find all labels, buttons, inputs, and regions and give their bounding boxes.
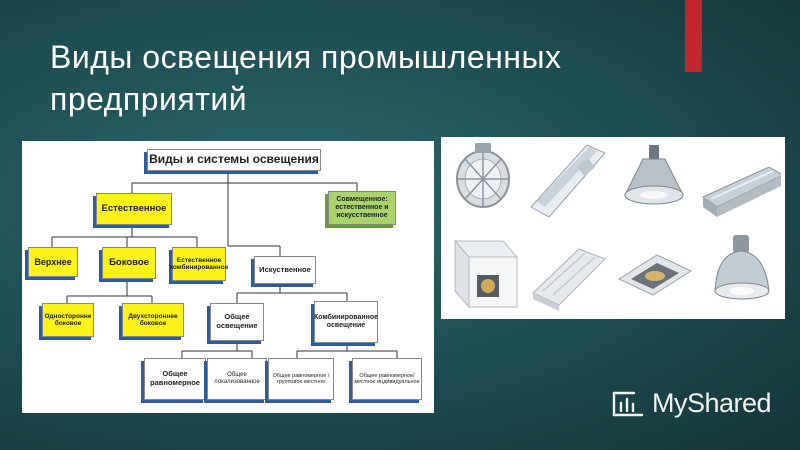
- high-bay-lamp-image: [699, 229, 781, 315]
- node-side: Боковое: [102, 247, 156, 279]
- node-artificial: Искуственное: [254, 256, 316, 284]
- linear-housing-image: [699, 137, 781, 223]
- round-fixture-image: [441, 137, 523, 223]
- node-natural: Естественное: [96, 193, 172, 225]
- node-general-group: Общее равномерное / групповое местное: [268, 358, 334, 400]
- slide-title: Виды освещения промышленных предприятий: [50, 39, 562, 117]
- node-general-individual: Общее равномерное/ местное индивидуально…: [352, 358, 422, 400]
- node-combined: Совмещенное: естественное и искусственно…: [328, 191, 396, 225]
- flat-panel-fixture-image: [527, 229, 609, 315]
- box-fixture-image: [441, 229, 523, 315]
- accent-bar: [685, 0, 702, 72]
- node-one-sided: Односторонне боковое: [42, 303, 94, 337]
- myshared-logo-icon: [612, 391, 644, 417]
- node-general-uniform: Общее равномерное: [144, 358, 206, 400]
- watermark-text: MyShared: [652, 387, 772, 418]
- recessed-fixture-image: [613, 229, 695, 315]
- lighting-classification-diagram: Виды и системы освещения Естественное Со…: [22, 141, 434, 413]
- node-top: Верхнее: [28, 247, 78, 277]
- pendant-lamp-image: [613, 137, 695, 223]
- node-root: Виды и системы освещения: [147, 149, 321, 171]
- node-natural-combined: Естественное комбинированное: [170, 247, 228, 281]
- myshared-watermark: MyShared: [610, 385, 772, 421]
- fixtures-photo-grid: [441, 137, 785, 319]
- node-two-sided: Двухстороннее боковое: [122, 303, 184, 337]
- node-combined-lighting: Комбинированное освещение: [314, 301, 378, 343]
- node-general: Общее освещение: [210, 303, 264, 341]
- diagram-connectors: [51, 169, 398, 358]
- node-general-localized: Общее локализованное: [207, 358, 267, 400]
- tube-fixture-image: [527, 137, 609, 223]
